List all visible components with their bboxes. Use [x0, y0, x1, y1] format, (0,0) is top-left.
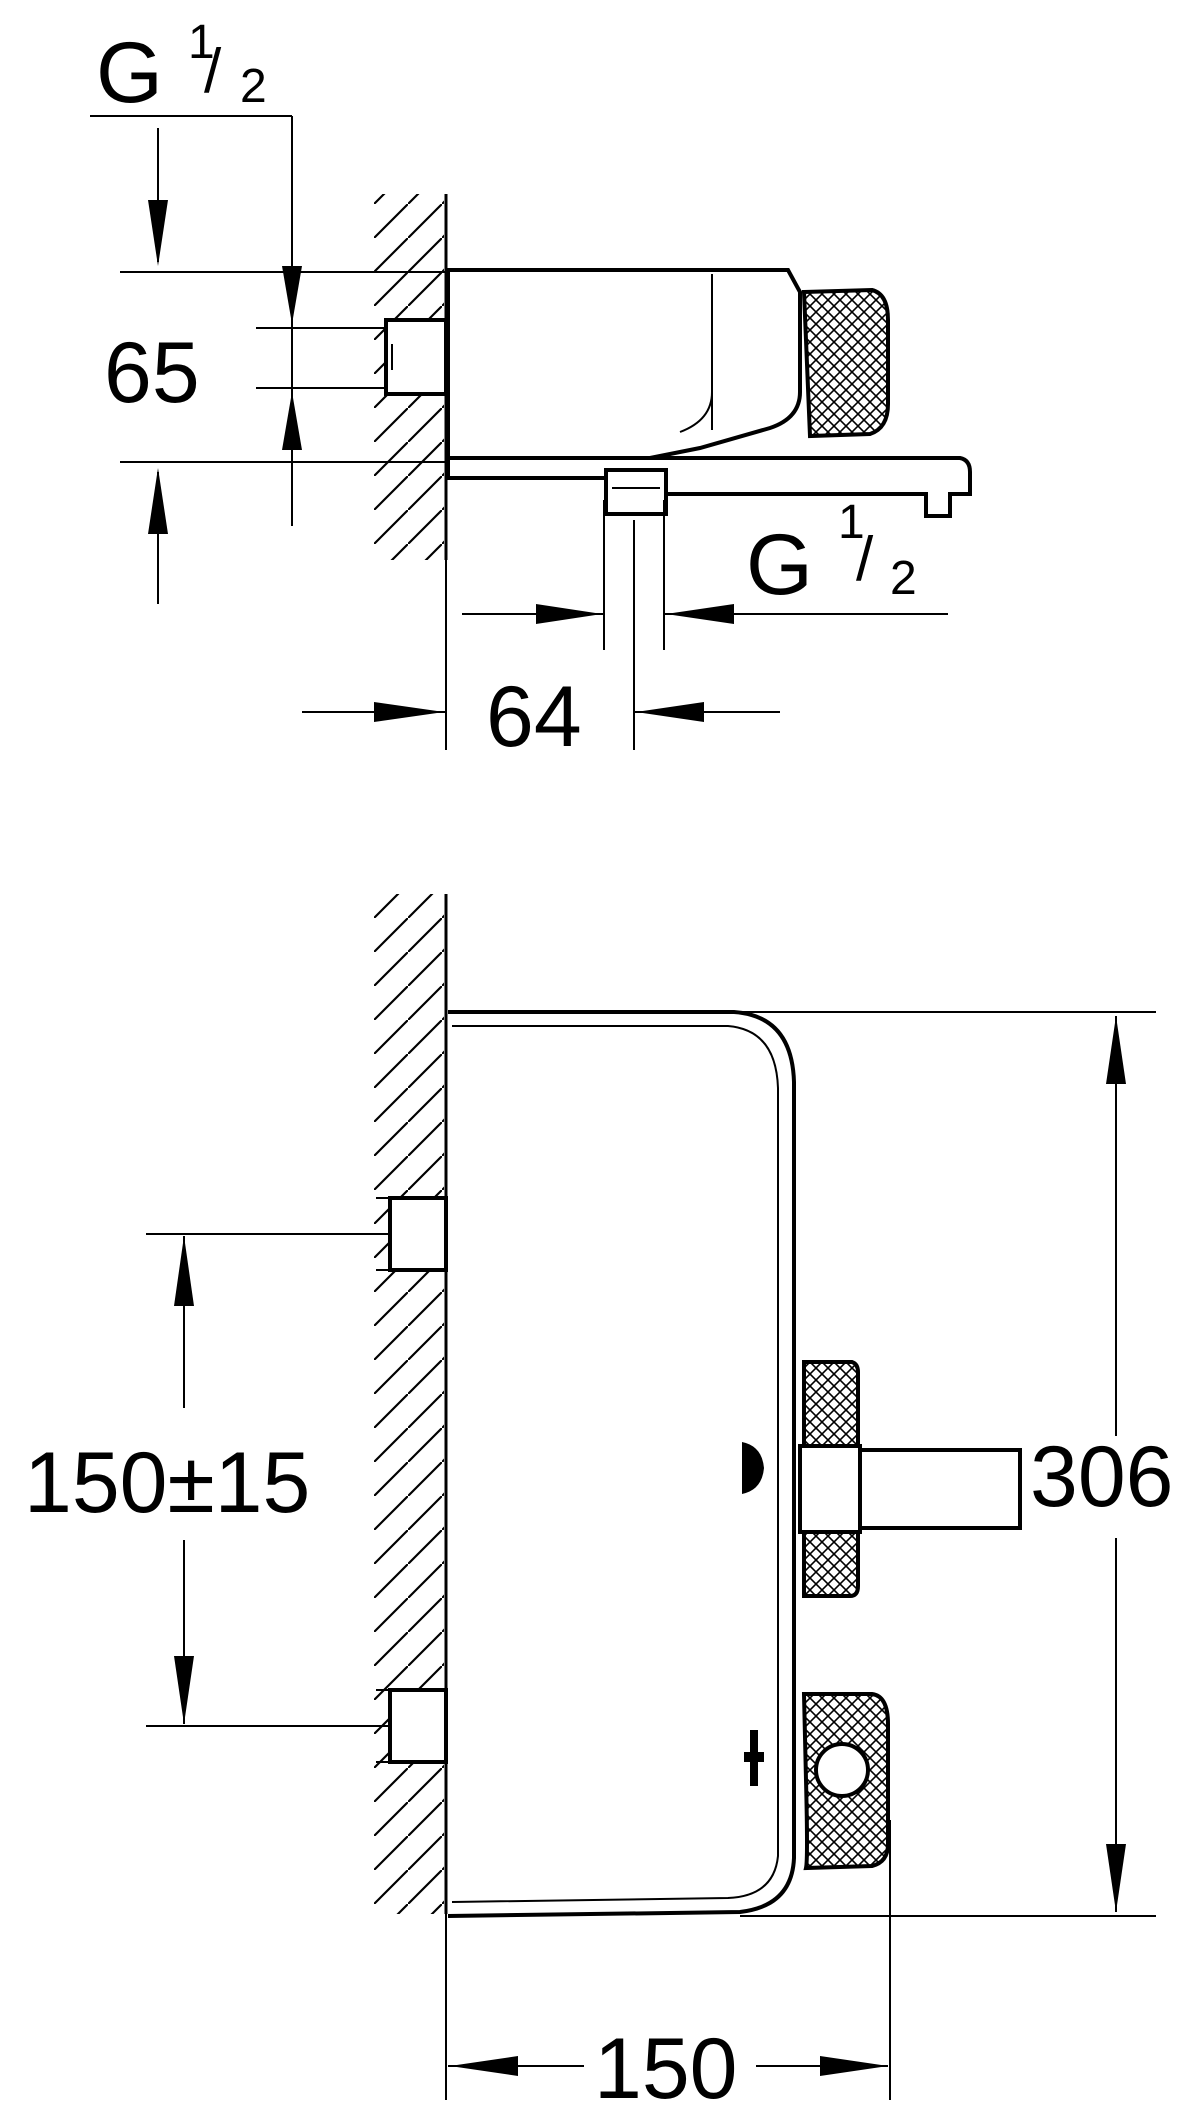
side-thermostat-body [446, 268, 802, 460]
dim-inlet-spacing-arrows [174, 1236, 194, 1724]
flow-marker-icon [744, 1730, 764, 1786]
dim-65-label: 65 [104, 325, 200, 421]
front-inlet-bottom [376, 1688, 448, 1764]
temperature-marker-icon [742, 1442, 764, 1494]
dim-inlet-spacing-label: 150±15 [24, 1435, 310, 1531]
side-view: G 1 / 2 65 G 1 / 2 64 [90, 16, 972, 765]
front-thermostat-body [447, 1010, 796, 1918]
side-knurled-knob [801, 287, 890, 439]
front-extension-lines [146, 1011, 1156, 2100]
svg-text:G: G [96, 25, 163, 121]
dim-width-label: 150 [594, 2021, 738, 2112]
svg-text:2: 2 [240, 60, 267, 113]
svg-text:/: / [204, 37, 222, 106]
front-view: 150±15 306 150 [24, 894, 1174, 2112]
front-knob-lower [801, 1692, 890, 1871]
side-outlet-fitting [604, 468, 668, 516]
side-spout [446, 456, 972, 518]
dim-64-arrows [302, 702, 780, 722]
front-knob-upper-b [802, 1512, 860, 1598]
dim-65-arrows [148, 128, 302, 604]
svg-text:1: 1 [838, 496, 865, 549]
side-inlet-connection [384, 318, 448, 396]
dim-outlet-arrows [462, 604, 948, 624]
dim-width-arrows [448, 2056, 888, 2076]
svg-text:G: G [746, 517, 813, 613]
svg-text:1: 1 [188, 16, 215, 69]
dim-height-label: 306 [1030, 1429, 1174, 1525]
dim-64-label: 64 [486, 669, 582, 765]
dim-height-arrows [1106, 1016, 1126, 1912]
thread-label-top: G 1 / 2 [96, 16, 267, 121]
front-knob-upper-a [802, 1360, 860, 1448]
svg-text:2: 2 [890, 552, 917, 605]
thread-label-outlet: G 1 / 2 [746, 496, 917, 613]
svg-text:/: / [856, 525, 874, 594]
